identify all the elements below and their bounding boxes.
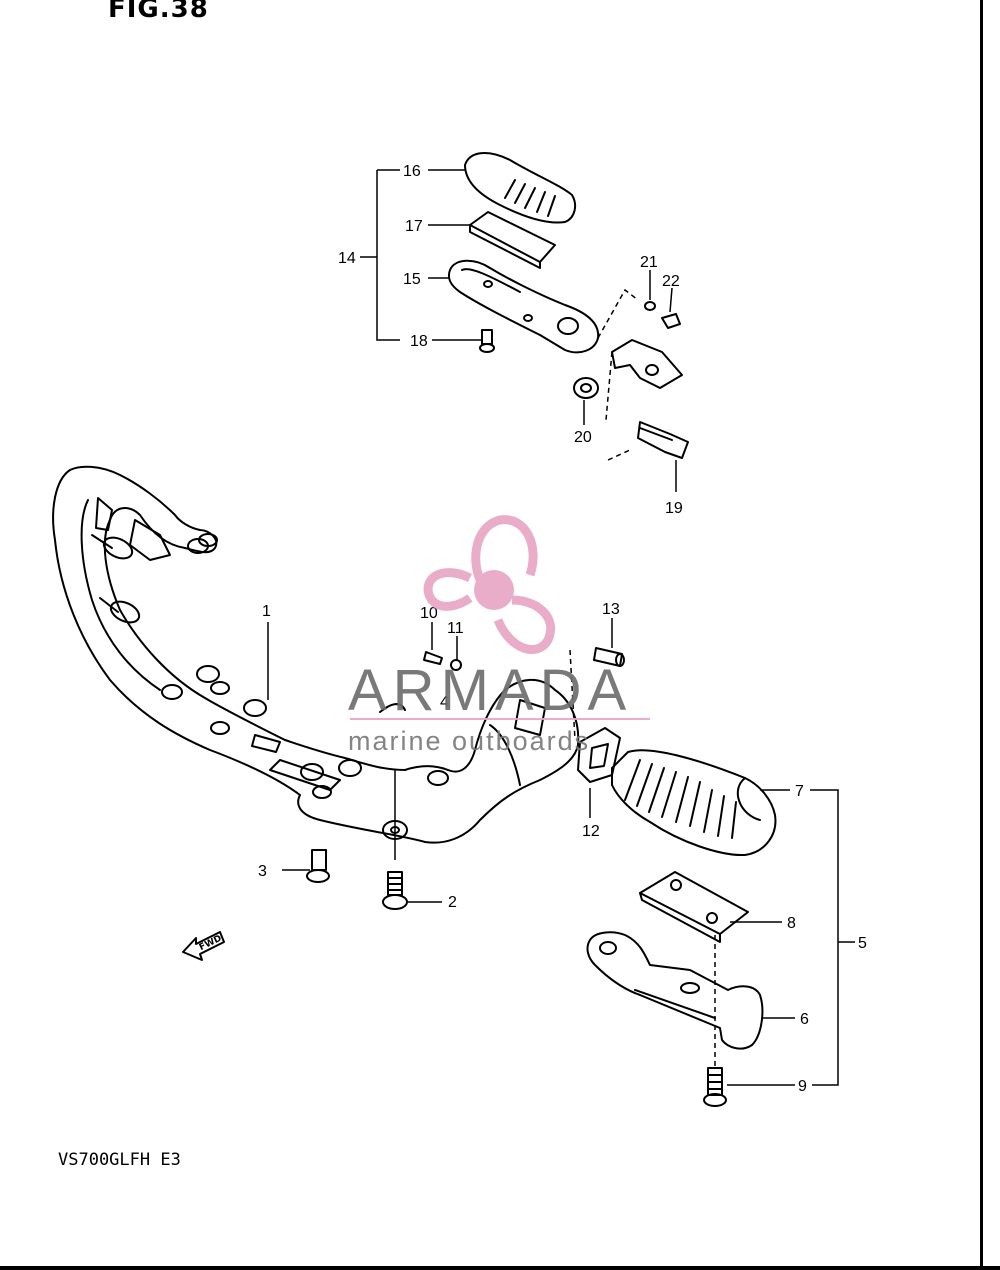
callout-7: 7 <box>795 783 804 800</box>
watermark-brand: ARMADA <box>348 658 632 723</box>
bolt-10 <box>423 651 443 665</box>
callout-9: 9 <box>798 1078 807 1095</box>
cotter-pin-4 <box>379 703 406 713</box>
clip-21 <box>644 301 656 311</box>
bolt-2 <box>382 871 408 910</box>
sheet-border-right <box>980 0 983 1270</box>
callout-5: 5 <box>858 935 867 952</box>
callout-22: 22 <box>662 273 680 290</box>
nut-11 <box>450 659 462 671</box>
front-footrest-arm <box>586 931 764 1050</box>
pin-19 <box>637 421 689 459</box>
rear-footrest-arm <box>447 259 600 354</box>
leader-lines <box>267 169 855 1086</box>
callout-19: 19 <box>665 500 683 517</box>
front-footrest-washer <box>577 727 621 783</box>
callout-8: 8 <box>787 915 796 932</box>
footrest-bracket <box>52 465 580 844</box>
front-footrest-plate <box>639 871 749 943</box>
callout-1: 1 <box>262 603 271 620</box>
figure-title: FIG.38 <box>108 0 209 24</box>
callout-20: 20 <box>574 429 592 446</box>
bolt-3 <box>306 849 330 883</box>
callout-18: 18 <box>410 333 428 350</box>
rear-footrest-bracket <box>611 339 683 389</box>
callout-10: 10 <box>420 605 438 622</box>
rear-footrest-plate <box>469 211 556 269</box>
callout-6: 6 <box>800 1011 809 1028</box>
callout-12: 12 <box>582 823 600 840</box>
callout-17: 17 <box>405 218 423 235</box>
sheet-border-bottom <box>0 1266 1000 1270</box>
watermark-tagline: marine outboards <box>348 726 590 756</box>
bolt-9 <box>703 1067 727 1107</box>
stud-13 <box>593 647 625 667</box>
fwd-arrow-icon: FWD <box>182 931 225 961</box>
callout-2: 2 <box>448 894 457 911</box>
front-footrest-rubber <box>611 749 777 857</box>
model-code: VS700GLFH E3 <box>58 1150 181 1170</box>
callout-21: 21 <box>640 254 658 271</box>
callout-15: 15 <box>403 271 421 288</box>
callout-14: 14 <box>338 250 356 267</box>
callout-13: 13 <box>602 601 620 618</box>
rear-footrest-rubber <box>464 152 577 224</box>
callout-11: 11 <box>447 620 464 637</box>
callout-labels: 1 2 3 4 5 6 7 8 9 10 11 12 13 14 15 16 1… <box>258 163 867 1095</box>
watermark: ARMADA marine outboards <box>348 515 650 756</box>
callout-16: 16 <box>403 163 421 180</box>
spring-22 <box>661 313 681 329</box>
watermark-rule <box>350 718 650 720</box>
bolt-18 <box>479 329 495 353</box>
callout-3: 3 <box>258 863 267 880</box>
callout-4: 4 <box>440 694 449 711</box>
washer-20 <box>573 377 599 399</box>
propeller-icon <box>423 515 555 654</box>
